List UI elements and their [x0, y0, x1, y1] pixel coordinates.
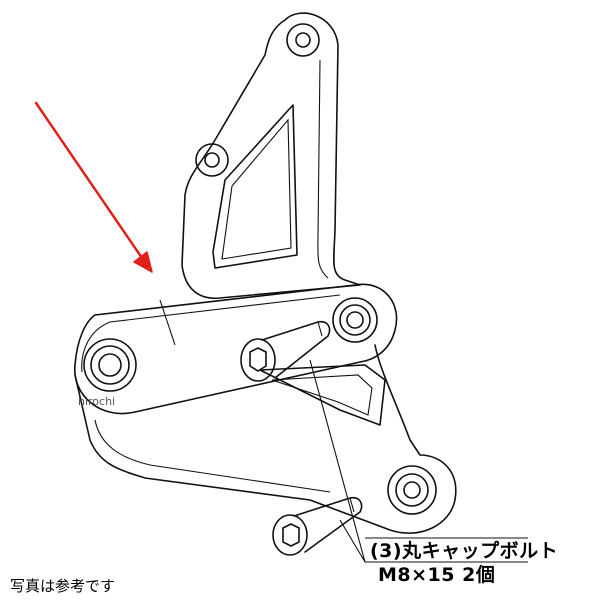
main-plate-edge	[81, 294, 341, 373]
upper-arm-outline	[181, 12, 361, 299]
callout-part-name: (3)丸キャップボルト	[370, 540, 559, 562]
lower-plate-outline	[74, 344, 457, 534]
photo-caption: 写真は参考です	[10, 577, 116, 595]
leader-line-upper	[309, 359, 366, 563]
upper-arm-inner	[317, 59, 329, 279]
hole-left	[83, 338, 137, 392]
upper-arm-cutout	[212, 104, 298, 269]
cap-bolt-icon	[272, 496, 363, 556]
callout-spec: M8×15 2個	[378, 564, 496, 586]
hole-plate-right	[332, 297, 378, 343]
lower-arm-cutout-inner	[271, 374, 373, 416]
hole-lower-right	[387, 465, 437, 515]
hole-mid	[195, 143, 229, 177]
leader-line-lower	[339, 519, 366, 563]
hole-top	[286, 23, 320, 57]
red-arrow-icon	[34, 101, 153, 273]
main-plate-outline	[74, 283, 398, 415]
upper-arm-cutout-inner	[221, 118, 292, 260]
lower-plate-inner	[94, 419, 331, 493]
lower-arm-cutout	[259, 364, 386, 426]
watermark-text: hirochi	[78, 395, 116, 408]
plate-detail-line	[159, 299, 176, 346]
cap-bolt-icon	[240, 320, 331, 382]
